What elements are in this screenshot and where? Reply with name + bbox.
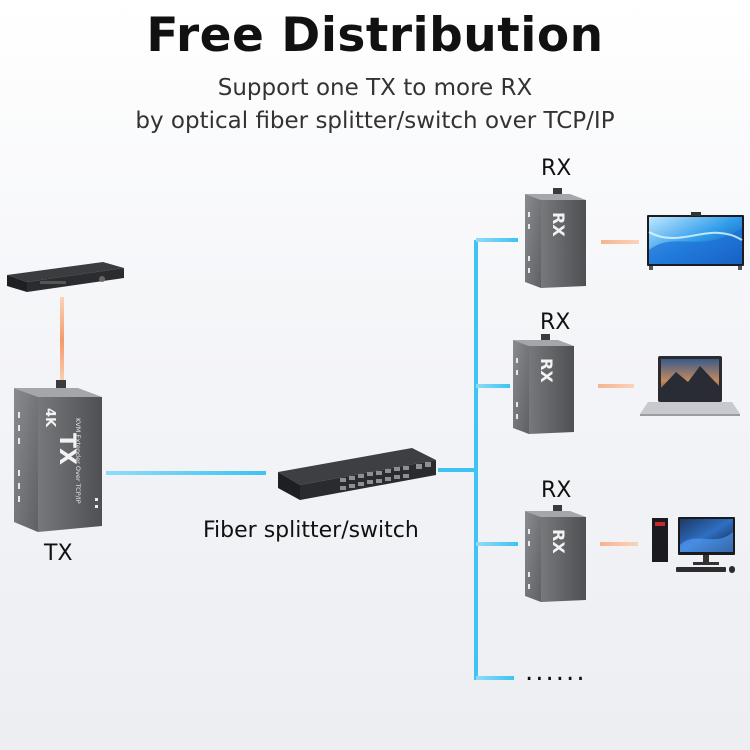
rx-label-1: RX [541, 156, 572, 181]
tx-mark-text: TX [54, 433, 79, 465]
rx-2-mark-text: RX [537, 358, 556, 383]
subtitle-line-2: by optical fiber splitter/switch over TC… [135, 108, 615, 134]
rx-3-mark-text: RX [549, 529, 568, 554]
rx-label-2: RX [540, 310, 571, 335]
fiber-branch-rx-1 [476, 238, 518, 242]
hdmi-cable-rx-1 [601, 240, 639, 244]
switch-label: Fiber splitter/switch [203, 518, 419, 543]
tx-desc-text: KVM Extender Over TCP/IP [74, 418, 82, 504]
laptop-display [640, 356, 740, 416]
fiber-cable-tx-switch [106, 471, 266, 475]
hdmi-cable-rx-2 [598, 384, 634, 388]
hdmi-cable-rx-3 [600, 542, 638, 546]
desktop-pc-display [652, 517, 735, 573]
fiber-trunk-vertical [474, 240, 478, 680]
rx-device-2: RX [513, 334, 574, 434]
rx-label-3: RX [541, 478, 572, 503]
fiber-cable-switch-trunk [438, 468, 476, 472]
page-title: Free Distribution [146, 8, 604, 63]
fiber-branch-rx-2 [476, 384, 510, 388]
fiber-branch-rx-3 [476, 542, 518, 546]
rx-device-1: RX [525, 188, 586, 288]
rx-1-mark-text: RX [549, 212, 568, 237]
tx-label: TX [44, 541, 73, 566]
video-source-device [7, 262, 124, 292]
rx-device-3: RX [525, 505, 586, 602]
subtitle-line-1: Support one TX to more RX [217, 75, 533, 101]
more-receivers-ellipsis: ...... [525, 657, 587, 687]
hdmi-cable-source-tx [60, 297, 64, 385]
tx-device: 4K TX KVM Extender Over TCP/IP [14, 380, 102, 532]
tv-display [647, 212, 744, 270]
fiber-switch-device [278, 448, 436, 500]
fiber-branch-more [476, 676, 514, 680]
tx-badge-text: 4K [42, 408, 57, 428]
